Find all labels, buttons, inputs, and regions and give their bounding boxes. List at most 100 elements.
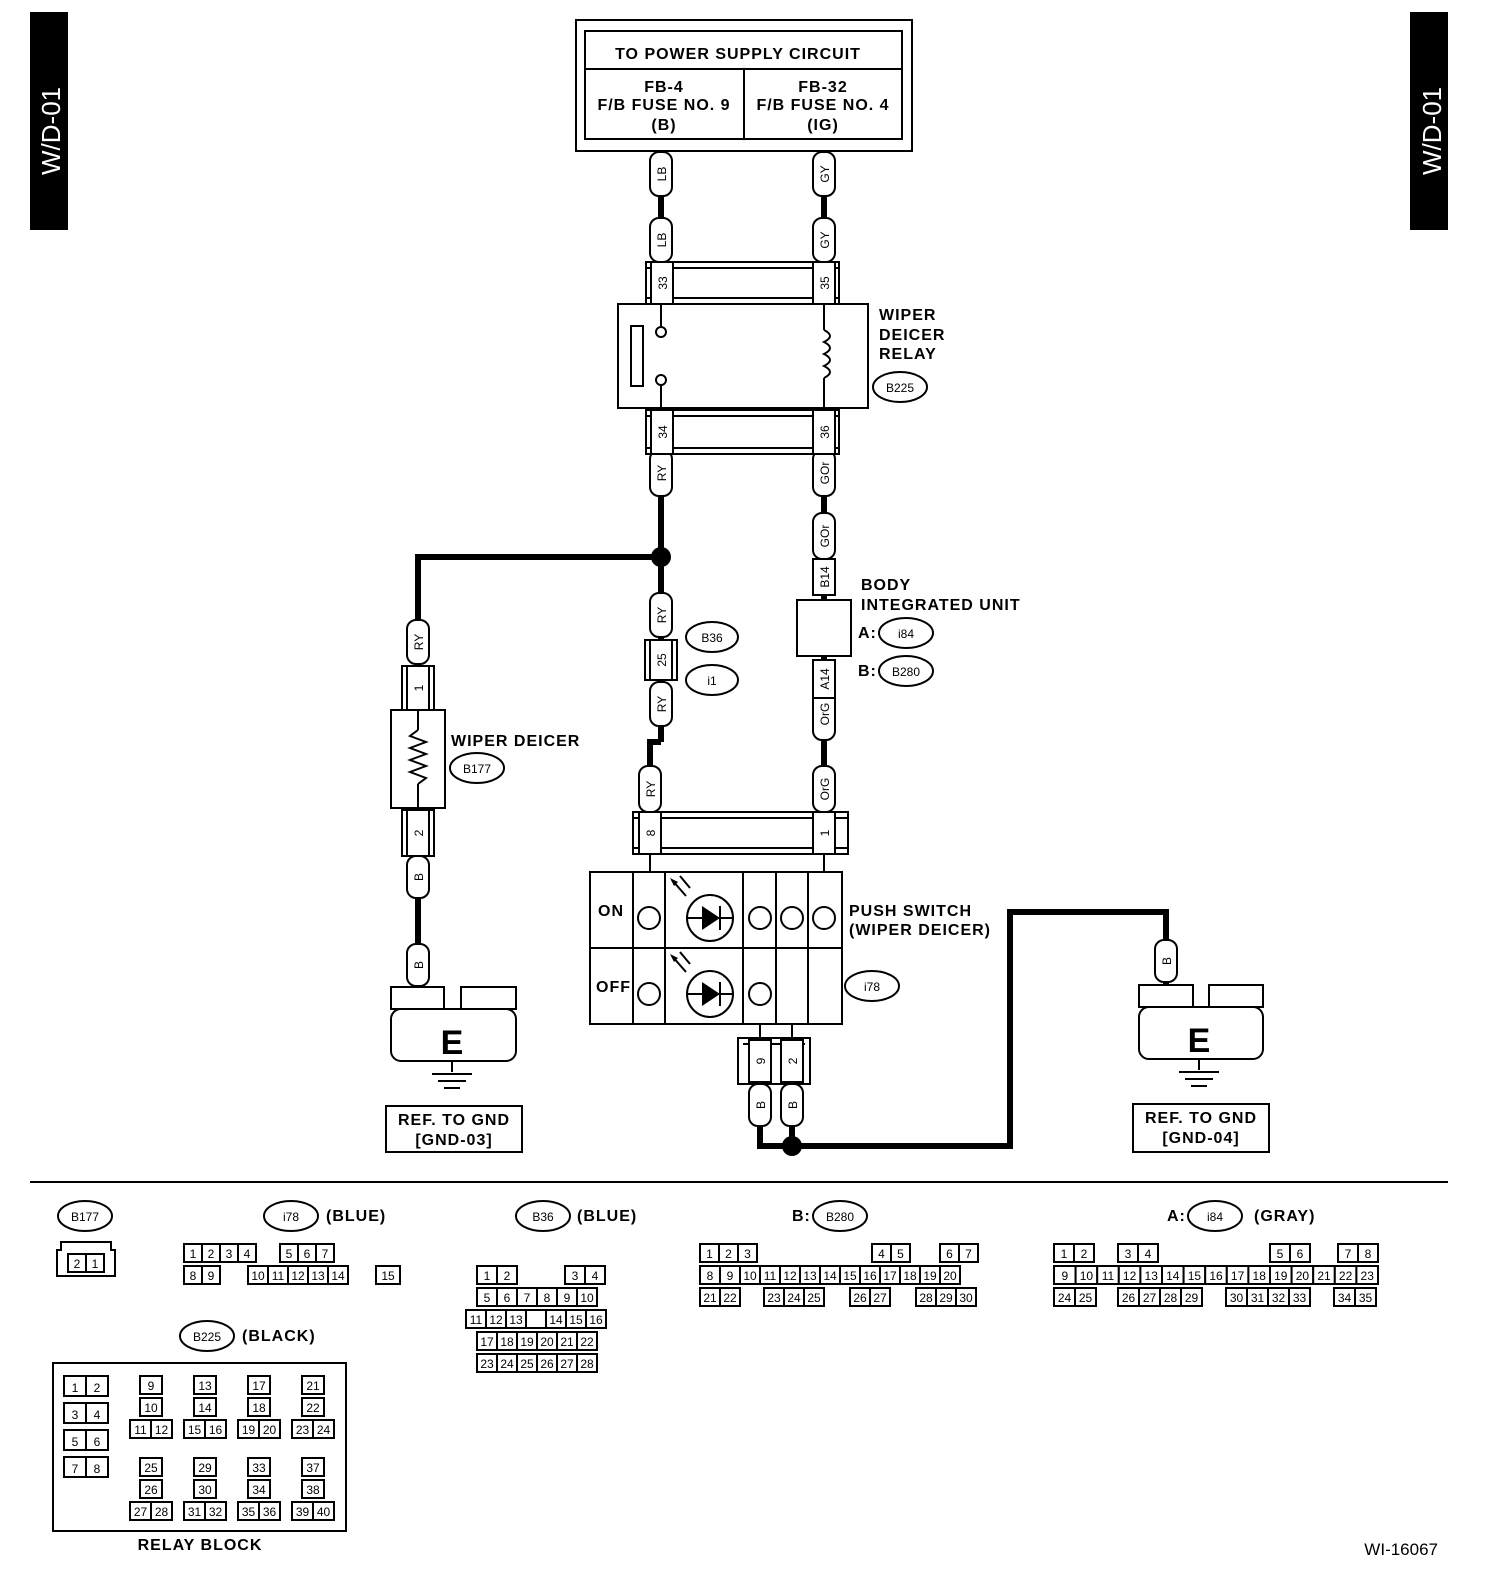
pin-cell [1288, 1287, 1311, 1307]
wire-tag-gy-2: GY [812, 217, 836, 263]
pin-cell [85, 1429, 109, 1451]
pin-number: 29 [939, 1291, 953, 1305]
pin-cell [247, 1397, 271, 1417]
svg-text:B280: B280 [892, 665, 920, 679]
svg-text:i84: i84 [1207, 1210, 1223, 1224]
pin-number: 24 [500, 1357, 514, 1371]
svg-text:INTEGRATED UNIT: INTEGRATED UNIT [861, 597, 1021, 614]
ground-right: E REF. TO GND [GND-04] [1132, 984, 1270, 1153]
svg-text:(IG): (IG) [807, 117, 839, 134]
svg-text:ON: ON [598, 903, 624, 920]
pin-cell [1073, 1243, 1095, 1263]
pin-cell [301, 1479, 325, 1499]
pin-number: 26 [540, 1357, 554, 1371]
relay-connector-label: B225 [886, 381, 914, 395]
wire-tags: LB LB GY GY RY GOr GOr RY RY RY OrG OrG … [406, 151, 1178, 1127]
pin-number: 12 [155, 1423, 169, 1437]
pin-number: 1 [706, 1247, 713, 1261]
pin-number: 11 [470, 1313, 483, 1327]
pin-number: 34 [252, 1483, 266, 1497]
pin-number: 19 [242, 1423, 256, 1437]
svg-text:(BLUE): (BLUE) [577, 1208, 637, 1225]
pin-number: 27 [1143, 1291, 1157, 1305]
pin-cell [576, 1287, 598, 1307]
svg-text:B: B [754, 1101, 768, 1109]
pin-number: 39 [296, 1505, 310, 1519]
wire-tag-b-3: B [748, 1083, 772, 1127]
pin-number: 5 [72, 1435, 79, 1449]
pin-number: 23 [1361, 1269, 1375, 1283]
pin-number: 9 [148, 1379, 155, 1393]
pin-number: 15 [188, 1423, 202, 1437]
pin-cell [312, 1501, 335, 1521]
pin-cell [85, 1402, 109, 1424]
pin-cell [1354, 1287, 1377, 1307]
pin-number: 26 [853, 1291, 867, 1305]
svg-text:REF. TO GND: REF. TO GND [1145, 1110, 1257, 1127]
pin-number: 22 [723, 1291, 737, 1305]
svg-text:8: 8 [644, 829, 658, 836]
figure-id: WI-16067 [1364, 1540, 1438, 1559]
pin-cell [1074, 1287, 1097, 1307]
pin-number: 26 [144, 1483, 158, 1497]
svg-text:FB-4: FB-4 [644, 79, 684, 96]
svg-text:(GRAY): (GRAY) [1254, 1208, 1315, 1225]
svg-text:9: 9 [754, 1057, 768, 1064]
side-tab-left: W/D-01 [30, 12, 68, 230]
svg-text:34: 34 [656, 425, 670, 439]
pin-cell [193, 1457, 217, 1477]
svg-text:(WIPER DEICER): (WIPER DEICER) [849, 922, 991, 939]
pin-number: 25 [1079, 1291, 1093, 1305]
pin-number: 12 [291, 1269, 305, 1283]
svg-text:B280: B280 [826, 1210, 854, 1224]
svg-text:B: B [412, 873, 426, 881]
pin-number: 21 [306, 1379, 320, 1393]
pin-number: 6 [304, 1247, 311, 1261]
pin-number: 28 [155, 1505, 169, 1519]
svg-text:RY: RY [655, 607, 669, 623]
pin-cell [496, 1265, 518, 1285]
svg-text:B: B [786, 1101, 800, 1109]
pin-number: 1 [1061, 1247, 1068, 1261]
pin-cell [139, 1375, 163, 1395]
pin-cell [955, 1287, 977, 1307]
wire-tag-ry-4: RY [638, 765, 662, 813]
pin-number: 24 [317, 1423, 331, 1437]
pin-number: 26 [1122, 1291, 1136, 1305]
pin-cell [193, 1375, 217, 1395]
connector-b177: B177 2 1 [56, 1200, 116, 1277]
pin-number: 18 [903, 1269, 917, 1283]
pin-number: 21 [560, 1335, 574, 1349]
pin-cell [737, 1243, 758, 1263]
pin-number: 8 [190, 1269, 197, 1283]
pin-number: 13 [198, 1379, 212, 1393]
pin-number: 6 [504, 1291, 511, 1305]
wire-tag-lb-2: LB [649, 217, 673, 263]
pin-cell [585, 1309, 607, 1329]
pin-number: 13 [509, 1313, 523, 1327]
pin-number: 16 [1209, 1269, 1223, 1283]
pin-cell [312, 1419, 335, 1439]
pin-number: 29 [1185, 1291, 1199, 1305]
pin-number: 11 [764, 1269, 777, 1283]
svg-text:FB-32: FB-32 [798, 79, 847, 96]
wire-tag-b-1: B [406, 855, 430, 899]
svg-text:25: 25 [655, 653, 669, 667]
pin-cell [525, 1309, 547, 1329]
pin-number: 24 [787, 1291, 801, 1305]
wire-tag-b-2: B [406, 943, 430, 987]
svg-text:LB: LB [655, 233, 669, 248]
pin-number: 7 [322, 1247, 329, 1261]
pin-number: 3 [572, 1269, 579, 1283]
svg-text:E: E [1188, 1022, 1211, 1060]
pin-number: 27 [873, 1291, 887, 1305]
pin-cell [204, 1501, 227, 1521]
pin-number: 6 [94, 1435, 101, 1449]
pin-number: 17 [1231, 1269, 1245, 1283]
pin-number: 14 [198, 1401, 212, 1415]
pin-number: 25 [520, 1357, 534, 1371]
pin-number: 17 [480, 1335, 494, 1349]
pin-number: 14 [549, 1313, 563, 1327]
svg-text:GY: GY [818, 231, 832, 248]
pin-number: 2 [504, 1269, 511, 1283]
